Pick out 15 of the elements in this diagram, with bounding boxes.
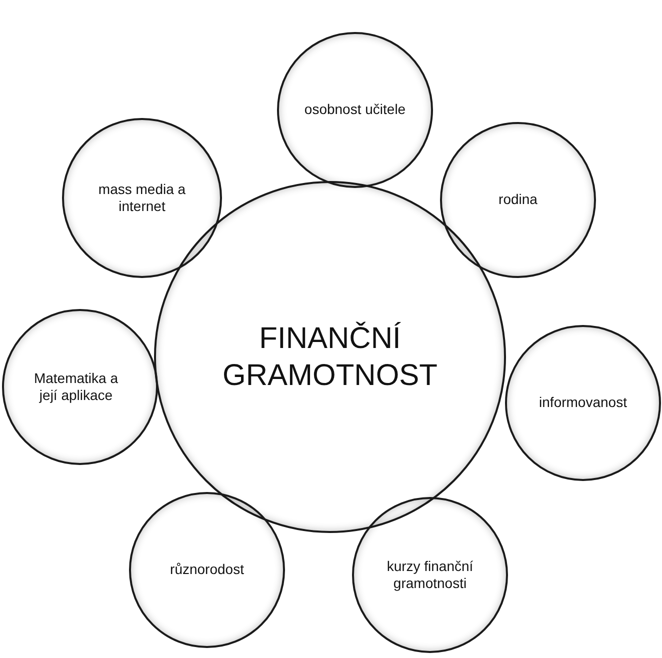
node-label: informovanost xyxy=(539,394,627,412)
circle-node xyxy=(277,32,433,188)
node-label: mass media a internet xyxy=(97,180,187,216)
node-label: FINANČNÍ GRAMOTNOST xyxy=(222,320,438,394)
circle-node xyxy=(440,122,596,278)
node-label: Matematika a její aplikace xyxy=(32,370,120,404)
node-label: rodina xyxy=(498,191,538,209)
circle-node xyxy=(62,118,222,278)
circle-node xyxy=(129,492,285,648)
circle-node xyxy=(352,497,508,653)
circle-node xyxy=(2,309,158,465)
node-label: kurzy finanční gramotnosti xyxy=(386,558,474,592)
node-label: různorodost xyxy=(170,561,244,579)
circle-node xyxy=(505,325,661,481)
node-label: osobnost učitele xyxy=(304,101,406,119)
